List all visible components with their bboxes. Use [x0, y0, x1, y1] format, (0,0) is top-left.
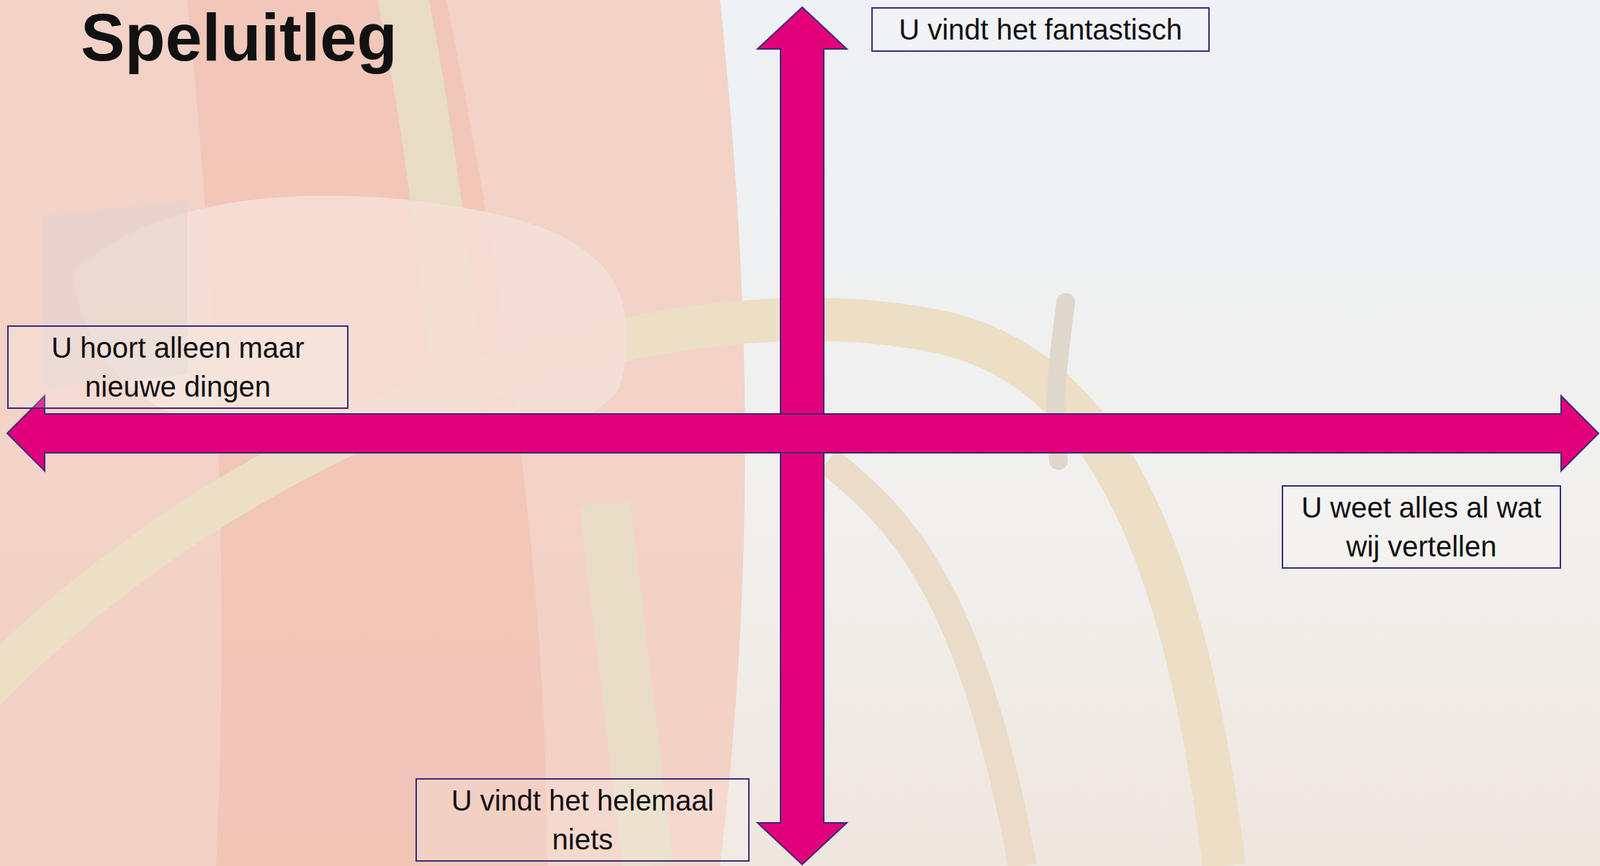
label-box: U vindt het helemaal niets	[415, 778, 750, 862]
axis-label: U weet alles al wat wij vertellen	[1283, 486, 1560, 568]
slide-title: Speluitleg	[80, 2, 398, 73]
label-box: U vindt het fantastisch	[871, 7, 1210, 52]
label-box: U weet alles al wat wij vertellen	[1281, 485, 1562, 569]
axis-label: U vindt het helemaal niets	[416, 779, 749, 861]
axis-label: U hoort alleen maar nieuwe dingen	[8, 326, 348, 408]
axis-label: U vindt het fantastisch	[891, 8, 1190, 51]
label-box: U hoort alleen maar nieuwe dingen	[7, 325, 349, 410]
